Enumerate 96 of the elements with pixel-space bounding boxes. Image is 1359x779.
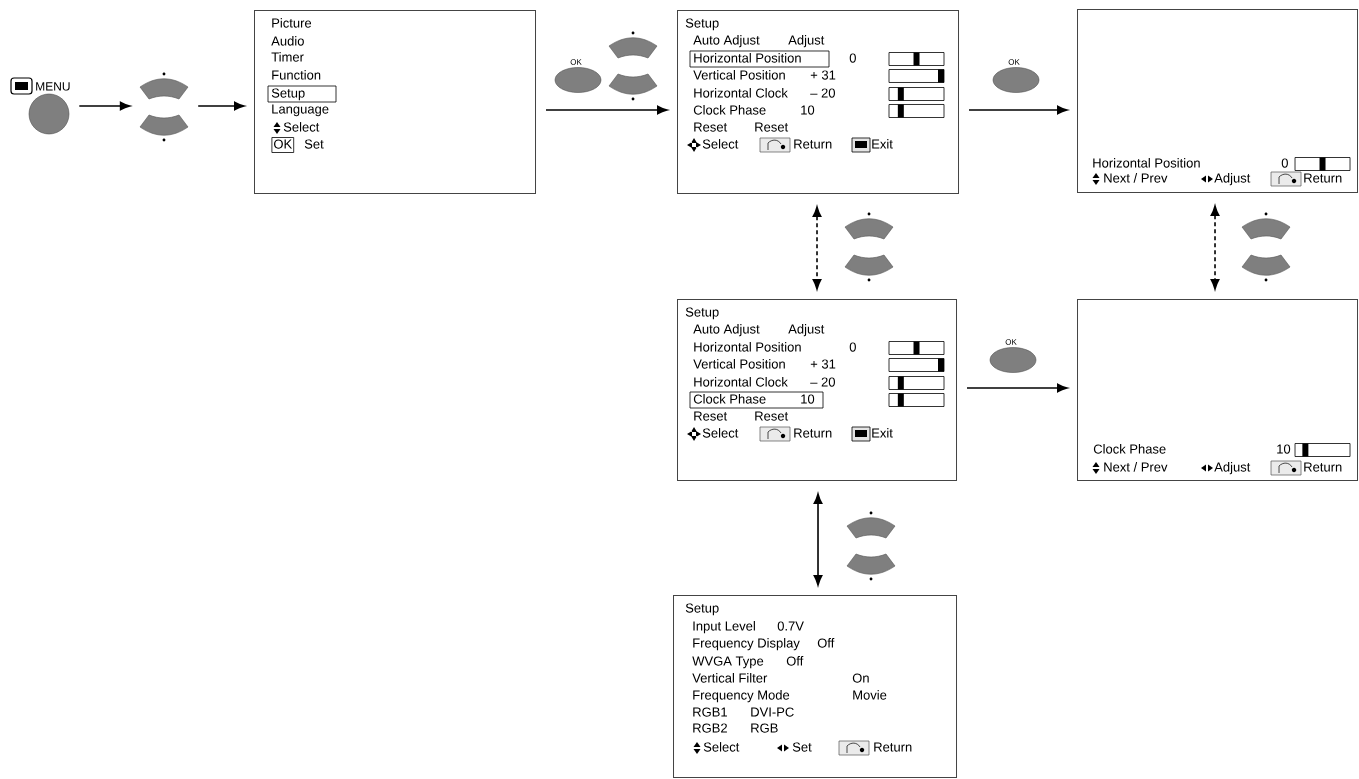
menu-text: Select <box>283 122 320 132</box>
menu-text: Off <box>817 638 835 648</box>
menu-text: Exit <box>872 139 893 149</box>
menu-text: Clock Phase <box>693 105 766 115</box>
menu-text: Return <box>1304 173 1342 183</box>
arrow <box>545 105 668 115</box>
menu-text: Adjust <box>788 324 825 337</box>
menu-text: Off <box>786 656 804 666</box>
menu-text: Setup <box>685 603 719 616</box>
menu-text: Next / Prev <box>1104 462 1168 472</box>
arrow-keys-drawing <box>608 31 658 101</box>
menu-text: Set <box>304 139 324 149</box>
menu-screen <box>254 10 536 194</box>
menu-text: Auto Adjust <box>693 324 760 337</box>
menu-text: Setup <box>685 307 719 320</box>
menu-text: Function <box>272 70 321 80</box>
button-label: OK <box>1005 339 1017 345</box>
menu-text: + 31 <box>810 70 836 80</box>
arrow <box>966 383 1068 393</box>
arrow-keys-drawing <box>139 72 189 142</box>
menu-button <box>10 77 70 135</box>
menu-text: 0 <box>849 53 856 63</box>
menu-text: Horizontal Clock <box>694 88 788 98</box>
menu-text: On <box>852 673 869 683</box>
menu-text: 10 <box>801 394 815 404</box>
menu-text: Select <box>702 428 739 438</box>
menu-text: Reset <box>694 122 728 132</box>
menu-text: WVGA Type <box>692 656 764 669</box>
menu-text: Timer <box>271 52 304 62</box>
menu-text: Adjust <box>1214 173 1251 186</box>
menu-text: RGB1 <box>693 707 727 717</box>
ok-button <box>992 59 1040 93</box>
menu-text: Vertical Filter <box>692 673 768 683</box>
arrow-keys-drawing <box>1241 212 1291 282</box>
menu-text: Vertical Position <box>693 70 785 80</box>
menu-text: – 20 <box>810 377 835 387</box>
menu-screen <box>1077 9 1358 193</box>
menu-text: 0 <box>849 342 856 352</box>
menu-text: Vertical Position <box>693 359 785 369</box>
menu-text: RGB2 <box>693 723 727 733</box>
menu-text: Clock Phase <box>693 394 766 404</box>
menu-screen <box>1077 299 1358 481</box>
menu-text: Movie <box>853 690 887 700</box>
menu-text: Select <box>702 139 739 149</box>
menu-text: 0.7V <box>777 621 804 631</box>
menu-text: Language <box>272 104 329 117</box>
menu-screen <box>677 299 957 481</box>
menu-text: Auto Adjust <box>693 35 760 48</box>
menu-screen <box>677 10 959 194</box>
menu-text: Frequency Display <box>693 638 800 651</box>
menu-text: Setup <box>685 18 719 31</box>
arrow <box>78 101 131 111</box>
arrow <box>1210 205 1220 290</box>
ok-button <box>989 339 1037 373</box>
menu-text: Adjust <box>1214 462 1251 475</box>
menu-text: Reset <box>755 411 789 421</box>
menu-text: RGB <box>751 723 778 733</box>
menu-text: Return <box>794 428 832 438</box>
key-label: OK <box>271 137 295 153</box>
menu-screen <box>673 595 957 778</box>
button-label: OK <box>570 59 582 65</box>
arrow-keys-drawing <box>844 212 894 282</box>
menu-text: Horizontal Position <box>694 53 801 63</box>
menu-text: Reset <box>694 411 728 421</box>
menu-text: DVI-PC <box>751 707 794 717</box>
menu-text: Select <box>703 742 740 752</box>
menu-text: Reset <box>755 122 789 132</box>
menu-text: Adjust <box>788 35 825 48</box>
menu-text: Frequency Mode <box>693 690 790 703</box>
menu-text: Setup <box>271 88 305 101</box>
menu-text: 10 <box>1277 444 1291 454</box>
menu-text: Next / Prev <box>1104 173 1168 183</box>
menu-text: Set <box>792 742 812 752</box>
arrow <box>197 101 245 111</box>
arrow-keys-drawing <box>846 511 896 581</box>
menu-text: Picture <box>272 18 312 28</box>
menu-text: Horizontal Position <box>1093 158 1200 168</box>
menu-text: Exit <box>872 428 893 438</box>
menu-text: 0 <box>1281 158 1288 168</box>
ok-button <box>554 59 602 93</box>
menu-text: Input Level <box>693 621 755 634</box>
menu-text: 10 <box>801 105 815 115</box>
button-label: OK <box>1008 59 1020 65</box>
menu-text: Return <box>874 742 912 752</box>
menu-text: – 20 <box>810 88 835 98</box>
menu-text: Horizontal Clock <box>694 377 788 387</box>
menu-text: Return <box>1304 462 1342 472</box>
menu-text: + 31 <box>810 359 836 369</box>
menu-text: Horizontal Position <box>694 342 801 352</box>
arrow <box>968 105 1068 115</box>
arrow <box>812 206 822 290</box>
menu-text: Audio <box>271 36 304 46</box>
menu-text: Return <box>794 139 832 149</box>
menu-text: Clock Phase <box>1093 444 1166 454</box>
button-label: MENU <box>36 82 70 91</box>
arrow <box>813 493 823 586</box>
